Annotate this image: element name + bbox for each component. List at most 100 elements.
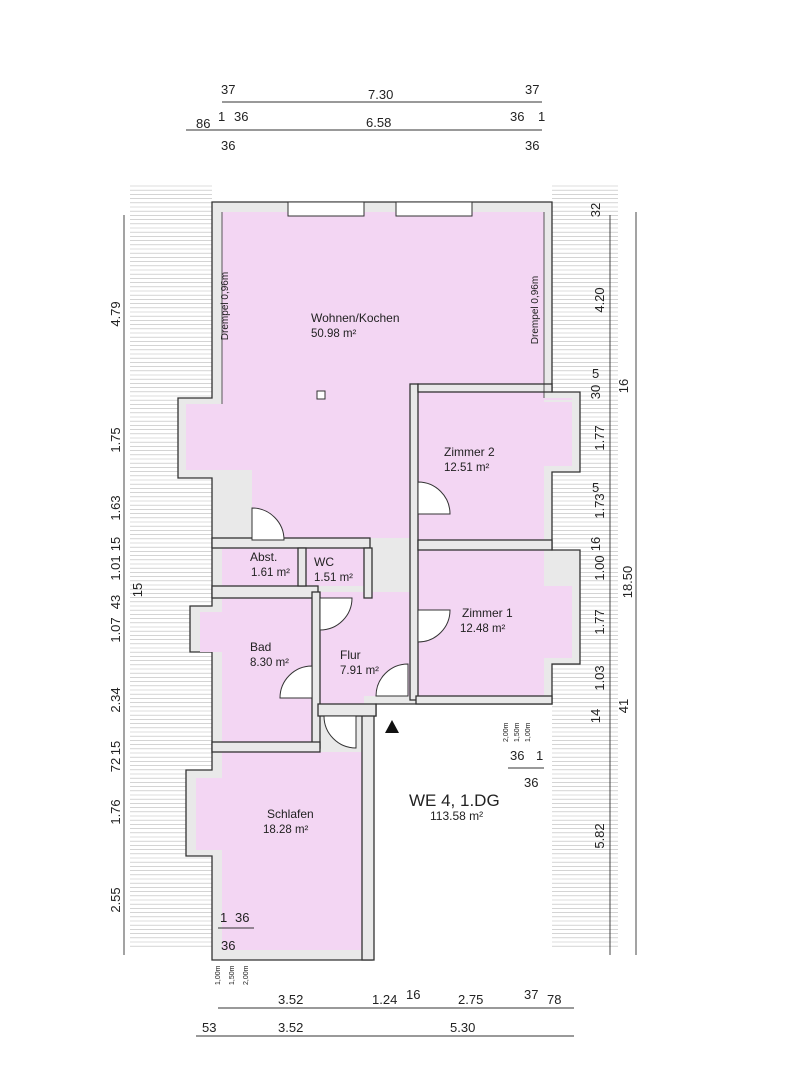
dim-left-255: 2.55 bbox=[108, 887, 123, 912]
dim-bottom-inner-1: 1 bbox=[220, 910, 227, 925]
room-area-abst: 1.61 m² bbox=[251, 567, 290, 579]
room-abst bbox=[222, 548, 298, 586]
dim-right-32: 32 bbox=[588, 203, 603, 217]
drempel-label-right: Drempel 0,96m bbox=[530, 276, 541, 344]
dimension-lines bbox=[123, 101, 637, 1037]
room-zimmer-2 bbox=[418, 392, 544, 540]
room-label-abst: Abst. bbox=[250, 550, 277, 564]
dim-top-658: 6.58 bbox=[366, 115, 391, 130]
dim-bottom-124: 1.24 bbox=[372, 992, 397, 1007]
door-zimmer-1 bbox=[417, 609, 451, 643]
doors bbox=[251, 390, 451, 749]
room-zimmer-1-niche bbox=[544, 586, 572, 658]
roof-hatching-left bbox=[130, 185, 212, 947]
dim-bottom-275: 2.75 bbox=[458, 992, 483, 1007]
dim-left-479: 4.79 bbox=[108, 301, 123, 326]
dim-top-36b: 36 bbox=[510, 109, 524, 124]
room-area-schlafen: 18.28 m² bbox=[263, 824, 309, 836]
dim-top-36c: 36 bbox=[221, 138, 235, 153]
door-abst bbox=[251, 507, 285, 541]
dim-right-14: 14 bbox=[588, 709, 603, 723]
height-mark-2: 1,50m bbox=[229, 965, 236, 985]
roof-hatching-right bbox=[552, 185, 618, 947]
dim-right-420: 4.20 bbox=[592, 287, 607, 312]
dim-right-177b: 1.77 bbox=[592, 609, 607, 634]
room-label-wohnen: Wohnen/Kochen bbox=[311, 311, 400, 325]
dim-right-41: 41 bbox=[616, 699, 631, 713]
room-area-bad: 8.30 m² bbox=[250, 657, 289, 669]
dim-left-72: 72 bbox=[108, 758, 123, 772]
room-area-wc: 1.51 m² bbox=[314, 572, 353, 584]
dim-top-37a: 37 bbox=[221, 82, 235, 97]
dim-left-43: 43 bbox=[108, 595, 123, 609]
dim-bottom-53: 53 bbox=[202, 1020, 216, 1035]
dim-top-86: 86 bbox=[196, 116, 210, 131]
height-mark-1: 1,00m bbox=[215, 965, 222, 985]
dim-right-5a: 5 bbox=[592, 366, 599, 381]
dim-left-101: 1.01 bbox=[108, 555, 123, 580]
dim-top-37b: 37 bbox=[525, 82, 539, 97]
dim-bottom-352a: 3.52 bbox=[278, 992, 303, 1007]
dim-bottom-inner-36b: 36 bbox=[221, 938, 235, 953]
dim-left-15a: 15 bbox=[108, 537, 123, 551]
dim-right-30: 30 bbox=[588, 385, 603, 399]
interior-walls bbox=[211, 201, 553, 961]
door-zimmer-2 bbox=[417, 481, 451, 515]
room-label-schlafen: Schlafen bbox=[267, 807, 314, 821]
dim-top-1a: 1 bbox=[218, 109, 225, 124]
height-mark-3: 2,00m bbox=[243, 965, 250, 985]
dim-left-175: 1.75 bbox=[108, 427, 123, 452]
room-label-zimmer-2: Zimmer 2 bbox=[444, 445, 495, 459]
room-labels: Wohnen/Kochen 50.98 m² Zimmer 2 12.51 m²… bbox=[220, 272, 541, 836]
room-label-flur: Flur bbox=[340, 648, 361, 662]
dim-right-5b: 5 bbox=[592, 480, 599, 495]
door-schlafen bbox=[323, 715, 357, 749]
door-entrance bbox=[375, 663, 409, 697]
dim-top-36a: 36 bbox=[234, 109, 248, 124]
dim-right-16b: 16 bbox=[588, 537, 603, 551]
dim-left-163: 1.63 bbox=[108, 495, 123, 520]
room-area-flur: 7.91 m² bbox=[340, 665, 379, 677]
door-bad bbox=[279, 665, 313, 699]
dim-right-582: 5.82 bbox=[592, 823, 607, 848]
dim-right-173: 1.73 bbox=[592, 493, 607, 518]
room-label-wc: WC bbox=[314, 555, 334, 569]
entrance-arrow bbox=[385, 720, 399, 733]
dim-top-730: 7.30 bbox=[368, 87, 393, 102]
height-mark-5: 1,50m bbox=[514, 722, 521, 742]
dim-right-small-36b: 36 bbox=[524, 775, 538, 790]
dim-left-15c: 15 bbox=[108, 741, 123, 755]
room-label-zimmer-1: Zimmer 1 bbox=[462, 606, 513, 620]
dim-left-234: 2.34 bbox=[108, 687, 123, 712]
unit-title: WE 4, 1.DG bbox=[409, 791, 500, 810]
dimension-labels: 37 7.30 37 86 1 36 6.58 36 1 36 36 4.79 … bbox=[108, 82, 635, 1035]
chimney-marker bbox=[316, 390, 326, 400]
height-mark-6: 1,00m bbox=[525, 722, 532, 742]
dim-right-177a: 1.77 bbox=[592, 425, 607, 450]
room-zimmer-2-niche bbox=[544, 402, 572, 466]
room-area-zimmer-1: 12.48 m² bbox=[460, 623, 506, 635]
dim-right-1850: 18.50 bbox=[620, 566, 635, 599]
room-bad bbox=[200, 598, 312, 742]
dim-top-1b: 1 bbox=[538, 109, 545, 124]
dim-right-16a: 16 bbox=[616, 379, 631, 393]
dim-left-15b: 15 bbox=[130, 583, 145, 597]
rooms bbox=[186, 212, 572, 950]
room-schlafen bbox=[196, 752, 362, 950]
unit-total-area: 113.58 m² bbox=[430, 809, 483, 823]
dim-bottom-530: 5.30 bbox=[450, 1020, 475, 1035]
door-wc bbox=[319, 597, 353, 631]
dim-right-103: 1.03 bbox=[592, 665, 607, 690]
dim-left-176: 1.76 bbox=[108, 799, 123, 824]
dim-bottom-inner-36a: 36 bbox=[235, 910, 249, 925]
dim-bottom-78: 78 bbox=[547, 992, 561, 1007]
dim-bottom-16: 16 bbox=[406, 987, 420, 1002]
dim-right-100: 1.00 bbox=[592, 555, 607, 580]
dim-right-small-1: 1 bbox=[536, 748, 543, 763]
dim-right-small-36a: 36 bbox=[510, 748, 524, 763]
room-label-bad: Bad bbox=[250, 640, 271, 654]
dim-top-36d: 36 bbox=[525, 138, 539, 153]
room-area-zimmer-2: 12.51 m² bbox=[444, 462, 490, 474]
dim-bottom-352b: 3.52 bbox=[278, 1020, 303, 1035]
height-mark-4: 2,00m bbox=[503, 722, 510, 742]
